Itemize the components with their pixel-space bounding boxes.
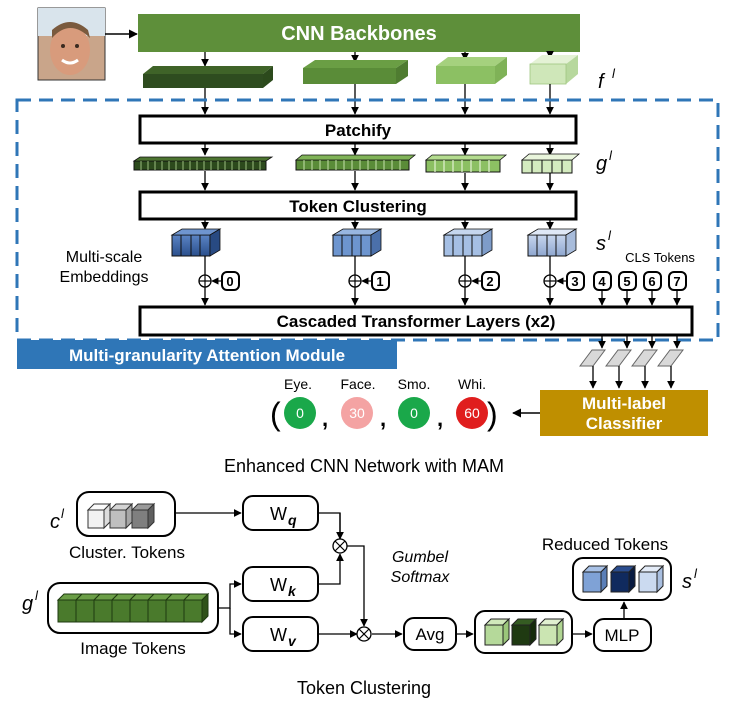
- patchify-bar: [138, 114, 578, 145]
- token-clustering-label: Token Clustering: [289, 197, 427, 216]
- patch-tokens-1: [132, 156, 274, 171]
- patchify-label: Patchify: [325, 121, 392, 140]
- mlp-label: MLP: [605, 626, 640, 645]
- feature-map-4: [529, 55, 578, 85]
- c-symbol: c: [50, 511, 60, 533]
- avg-label: Avg: [416, 625, 445, 644]
- multiscale-label-line2: Embeddings: [60, 269, 149, 286]
- eye-value: 0: [296, 405, 304, 421]
- g-bottom-superscript: l: [35, 588, 39, 603]
- f-symbol: f: [598, 71, 606, 93]
- separator-3: ,: [437, 406, 443, 431]
- classifier-line2: Classifier: [586, 414, 663, 433]
- multiply-node-1: [332, 538, 348, 554]
- cluster-tokens-3: [442, 228, 494, 257]
- cascaded-transformer-bar: [138, 305, 694, 337]
- s-symbol: s: [596, 233, 606, 255]
- cls-tokens-label: CLS Tokens: [625, 250, 695, 265]
- cluster-tokens-1: [170, 228, 222, 257]
- mam-label: Multi-granularity Attention Module: [69, 346, 345, 365]
- g-bottom-symbol: g: [22, 593, 33, 615]
- index-0: 0: [226, 274, 233, 289]
- feature-map-3: [436, 57, 507, 84]
- position-index-boxes: [221, 271, 687, 291]
- feature-map-1: [143, 66, 273, 88]
- avg-box: [403, 617, 457, 651]
- patch-tokens-2: [294, 154, 417, 171]
- image-tokens-label: Image Tokens: [80, 639, 186, 658]
- separator-1: ,: [322, 406, 328, 431]
- feature-map-2: [303, 60, 408, 84]
- index-3: 3: [571, 274, 578, 289]
- cluster-token-cubes: [86, 502, 156, 530]
- classifier-line1: Multi-label: [582, 394, 666, 413]
- mam-module-border: [15, 98, 720, 342]
- mam-label-box: [17, 340, 397, 369]
- face-input-image: [37, 7, 106, 81]
- close-paren: ): [487, 396, 498, 432]
- bottom-caption: Token Clustering: [297, 678, 431, 698]
- gumbel-line2: Softmax: [391, 569, 451, 586]
- wq-label: W: [270, 504, 287, 524]
- cls-output-tokens: [579, 349, 684, 367]
- eye-label: Eye.: [284, 376, 312, 392]
- cascaded-transformer-label: Cascaded Transformer Layers (x2): [277, 312, 556, 331]
- smoking-label: Smo.: [398, 376, 431, 392]
- g-symbol: g: [596, 153, 607, 175]
- c-superscript: l: [61, 506, 65, 521]
- mlp-box: [593, 618, 652, 652]
- s-superscript: l: [608, 228, 612, 243]
- index-1: 1: [376, 274, 383, 289]
- separator-2: ,: [380, 406, 386, 431]
- s-bottom-symbol: s: [682, 571, 692, 593]
- index-7: 7: [673, 274, 680, 289]
- g-superscript: l: [609, 148, 613, 163]
- wv-sub: v: [288, 633, 297, 649]
- index-6: 6: [648, 274, 655, 289]
- face-label: Face.: [340, 376, 375, 392]
- pooled-token-cubes: [483, 617, 565, 647]
- gumbel-line1: Gumbel: [392, 549, 448, 566]
- f-superscript: l: [612, 66, 616, 81]
- cluster-tokens-4: [526, 228, 578, 257]
- multilabel-classifier-box: [540, 390, 708, 436]
- index-5: 5: [623, 274, 630, 289]
- image-token-cubes: [56, 592, 210, 624]
- open-paren: (: [270, 396, 281, 432]
- top-caption: Enhanced CNN Network with MAM: [224, 456, 504, 476]
- s-bottom-superscript: l: [694, 566, 698, 581]
- whistle-value-circle: [456, 397, 488, 429]
- cluster-tokens-2: [331, 228, 383, 257]
- wk-sub: k: [288, 583, 297, 599]
- smoking-value: 0: [410, 405, 418, 421]
- whistle-value: 60: [464, 405, 480, 421]
- smoking-value-circle: [398, 397, 430, 429]
- wv-label: W: [270, 625, 287, 645]
- face-value: 30: [349, 405, 365, 421]
- face-value-circle: [341, 397, 373, 429]
- multiply-node-2: [356, 626, 372, 642]
- multiscale-label-line1: Multi-scale: [66, 249, 143, 266]
- wk-label: W: [270, 575, 287, 595]
- patch-tokens-3: [424, 154, 508, 173]
- reduced-token-cubes: [581, 564, 665, 594]
- wq-sub: q: [288, 512, 297, 528]
- whistle-label: Whi.: [458, 376, 486, 392]
- eye-value-circle: [284, 397, 316, 429]
- index-4: 4: [598, 274, 606, 289]
- index-2: 2: [486, 274, 493, 289]
- cnn-backbones-bar: [138, 14, 580, 52]
- patch-tokens-4: [520, 153, 581, 174]
- token-clustering-bar: [138, 190, 578, 221]
- cnn-backbones-label: CNN Backbones: [281, 23, 437, 45]
- cluster-tokens-label: Cluster. Tokens: [69, 543, 185, 562]
- reduced-tokens-label: Reduced Tokens: [542, 535, 668, 554]
